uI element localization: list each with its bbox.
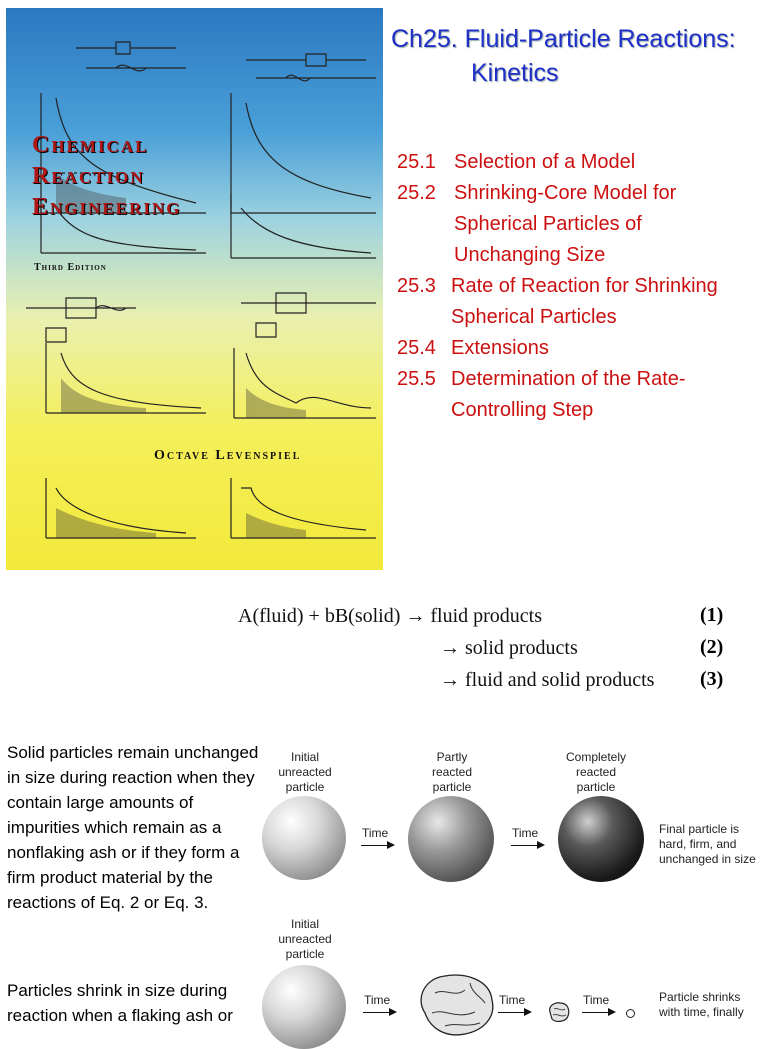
equation-number: (1) bbox=[700, 604, 724, 626]
section-item: 25.2 Shrinking-Core Model for bbox=[397, 178, 718, 209]
label-line: unreacted bbox=[278, 932, 332, 946]
section-title: Determination of the Rate- bbox=[451, 368, 686, 390]
chapter-title: Ch25. Fluid-Particle Reactions: Kinetics bbox=[391, 22, 736, 90]
label-line: Initial bbox=[290, 917, 319, 931]
section-number: 25.3 bbox=[397, 275, 436, 297]
section-title: Rate of Reaction for Shrinking bbox=[451, 275, 718, 297]
section-title-continued: Spherical Particles bbox=[451, 306, 617, 328]
chapter-title-line1: Ch25. Fluid-Particle Reactions: bbox=[391, 25, 736, 53]
note-line: with time, finally bbox=[659, 1005, 744, 1019]
cover-author: Octave Levenspiel bbox=[154, 448, 302, 463]
time-arrow bbox=[361, 841, 395, 849]
label-line: particle bbox=[285, 780, 325, 794]
label-line: unreacted bbox=[278, 765, 332, 779]
section-number: 25.2 bbox=[397, 182, 436, 204]
section-title-continued: Unchanging Size bbox=[454, 244, 606, 266]
note-line: Particle shrinks bbox=[659, 990, 741, 1004]
shrinking-particle-note: Particle shrinks with time, finally bbox=[659, 990, 744, 1020]
paragraph-line: nonflaking ash or if they form a bbox=[7, 843, 240, 862]
time-arrow bbox=[363, 1008, 397, 1016]
label-line: reacted bbox=[575, 765, 617, 779]
unreacted-particle bbox=[262, 965, 346, 1049]
equation-2: → solid products bbox=[440, 637, 578, 659]
unreacted-particle bbox=[262, 796, 346, 880]
partly-reacted-particle bbox=[408, 796, 494, 882]
label-line: Partly bbox=[436, 750, 468, 764]
time-arrow bbox=[511, 841, 545, 849]
label-line: particle bbox=[285, 947, 325, 961]
section-title-continued: Controlling Step bbox=[451, 399, 594, 421]
initial-particle-label: Initial unreacted particle bbox=[270, 750, 340, 795]
section-item: 25.4 Extensions bbox=[397, 333, 718, 364]
section-item: 25.5 Determination of the Rate- bbox=[397, 364, 718, 395]
tiny-particle bbox=[626, 1009, 635, 1018]
label-line: Initial bbox=[290, 750, 319, 764]
initial-particle-label: Initial unreacted particle bbox=[270, 917, 340, 962]
time-label: Time bbox=[362, 826, 389, 840]
cover-title-line: Chemical bbox=[32, 132, 149, 158]
completely-reacted-particle bbox=[558, 796, 644, 882]
chapter-title-line2: Kinetics bbox=[471, 59, 559, 87]
cover-title-line: Reaction bbox=[32, 163, 145, 189]
section-item: 25.3 Rate of Reaction for Shrinking bbox=[397, 271, 718, 302]
cover-edition: Third Edition bbox=[34, 262, 107, 273]
section-title: Selection of a Model bbox=[454, 151, 636, 173]
time-label: Time bbox=[364, 993, 391, 1007]
cover-title: Chemical Reaction Engineering bbox=[32, 130, 181, 223]
label-line: reacted bbox=[431, 765, 473, 779]
section-title: Extensions bbox=[451, 337, 549, 359]
cover-title-line: Engineering bbox=[32, 194, 182, 220]
section-number: 25.1 bbox=[397, 151, 436, 173]
label-line: particle bbox=[432, 780, 472, 794]
cover-sketch-graphics bbox=[26, 41, 376, 539]
paragraph-line: Solid particles remain unchanged bbox=[7, 743, 259, 762]
final-particle-note: Final particle is hard, firm, and unchan… bbox=[659, 822, 756, 867]
equation-1: A(fluid) + bB(solid) → fluid products bbox=[238, 605, 543, 627]
time-label: Time bbox=[512, 826, 539, 840]
time-label: Time bbox=[583, 993, 610, 1007]
equation-number: (3) bbox=[700, 668, 724, 690]
note-line: hard, firm, and bbox=[659, 837, 737, 851]
unchanged-size-paragraph: Solid particles remain unchanged in size… bbox=[7, 740, 258, 915]
small-particle bbox=[549, 1002, 570, 1022]
shrinking-paragraph: Particles shrink in size during reaction… bbox=[7, 978, 233, 1028]
time-arrow bbox=[498, 1008, 532, 1016]
section-number: 25.4 bbox=[397, 337, 436, 359]
section-list: 25.1 Selection of a Model 25.2 Shrinking… bbox=[397, 147, 718, 426]
partly-reacted-label: Partly reacted particle bbox=[412, 750, 492, 795]
note-line: unchanged in size bbox=[659, 852, 756, 866]
time-arrow bbox=[582, 1008, 616, 1016]
paragraph-line: in size during reaction when they bbox=[7, 768, 255, 787]
paragraph-line: firm product material by the bbox=[7, 868, 213, 887]
section-title: Shrinking-Core Model for bbox=[454, 182, 677, 204]
equation-3: → fluid and solid products bbox=[440, 669, 655, 691]
paragraph-line: contain large amounts of bbox=[7, 793, 194, 812]
section-item: 25.1 Selection of a Model bbox=[397, 147, 718, 178]
section-title-continued: Spherical Particles of bbox=[454, 213, 642, 235]
shrinking-particle bbox=[420, 974, 494, 1036]
completely-reacted-label: Completely reacted particle bbox=[556, 750, 636, 795]
book-cover: Chemical Reaction Engineering Third Edit… bbox=[6, 8, 383, 570]
paragraph-line: reactions of Eq. 2 or Eq. 3. bbox=[7, 893, 209, 912]
label-line: particle bbox=[576, 780, 616, 794]
label-line: Completely bbox=[565, 750, 627, 764]
equation-number: (2) bbox=[700, 636, 724, 658]
paragraph-line: impurities which remain as a bbox=[7, 818, 222, 837]
paragraph-line: reaction when a flaking ash or bbox=[7, 1006, 233, 1025]
note-line: Final particle is bbox=[659, 822, 740, 836]
paragraph-line: Particles shrink in size during bbox=[7, 981, 228, 1000]
time-label: Time bbox=[499, 993, 526, 1007]
section-number: 25.5 bbox=[397, 368, 436, 390]
